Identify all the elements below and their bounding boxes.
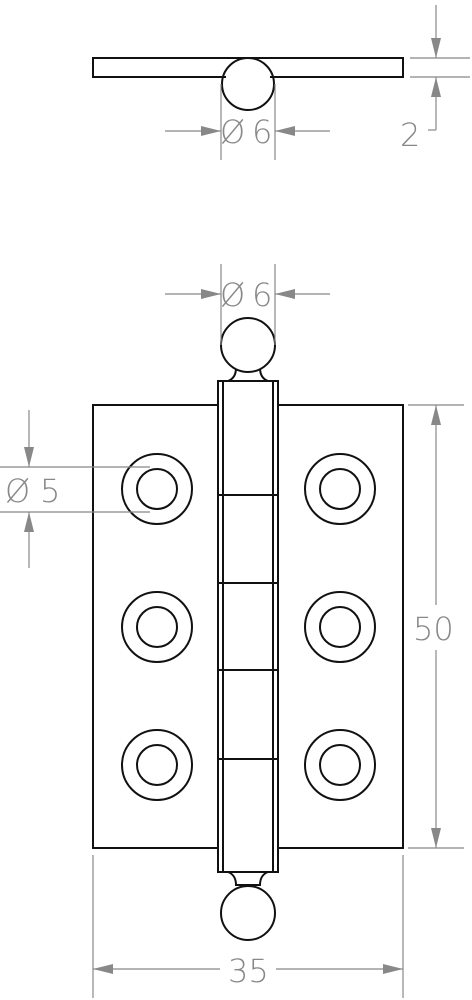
screw-hole: [304, 453, 376, 525]
top-view-knuckle: [221, 57, 275, 111]
screw-hole: [304, 591, 376, 663]
front-pin-diameter-symbol: Ø: [220, 276, 245, 314]
arrow-left: [93, 964, 113, 974]
arrow-left: [275, 126, 295, 136]
top-pin-diameter-label: 6: [252, 113, 272, 151]
arrow-down: [431, 828, 441, 848]
arrow-up: [431, 77, 441, 97]
width-label: 35: [228, 952, 269, 990]
arrow-up: [431, 405, 441, 425]
screw-hole: [121, 729, 193, 801]
screw-hole: [304, 729, 376, 801]
arrow-right: [201, 126, 221, 136]
arrow-down: [24, 447, 34, 467]
dim-width: 35: [92, 855, 404, 998]
dim-hole-diameter: Ø 5: [0, 410, 150, 568]
hole-diameter-label: 5: [40, 472, 60, 510]
front-pin-diameter-label: 6: [252, 276, 272, 314]
arrow-left: [275, 289, 295, 299]
dim-front-pin-diameter: Ø 6: [165, 264, 330, 345]
bottom-finial-ball: [220, 885, 276, 941]
plate-thickness-label: 2: [400, 116, 420, 154]
dim-plate-thickness: 2: [400, 5, 470, 154]
dim-top-pin-diameter: Ø 6: [165, 84, 330, 160]
top-finial-ball: [220, 317, 276, 373]
top-view: [92, 57, 404, 111]
height-label: 50: [413, 610, 454, 648]
hole-diameter-symbol: Ø: [5, 472, 30, 510]
arrow-down: [431, 38, 441, 58]
dim-height: 50: [408, 404, 464, 849]
screw-hole: [121, 453, 193, 525]
front-view: [92, 317, 404, 941]
knuckle-barrel: [217, 380, 279, 873]
arrow-right: [201, 289, 221, 299]
screw-hole: [121, 591, 193, 663]
top-pin-diameter-symbol: Ø: [220, 113, 245, 151]
bottom-finial-neck: [227, 871, 269, 886]
arrow-up: [24, 512, 34, 532]
arrow-right: [383, 964, 403, 974]
